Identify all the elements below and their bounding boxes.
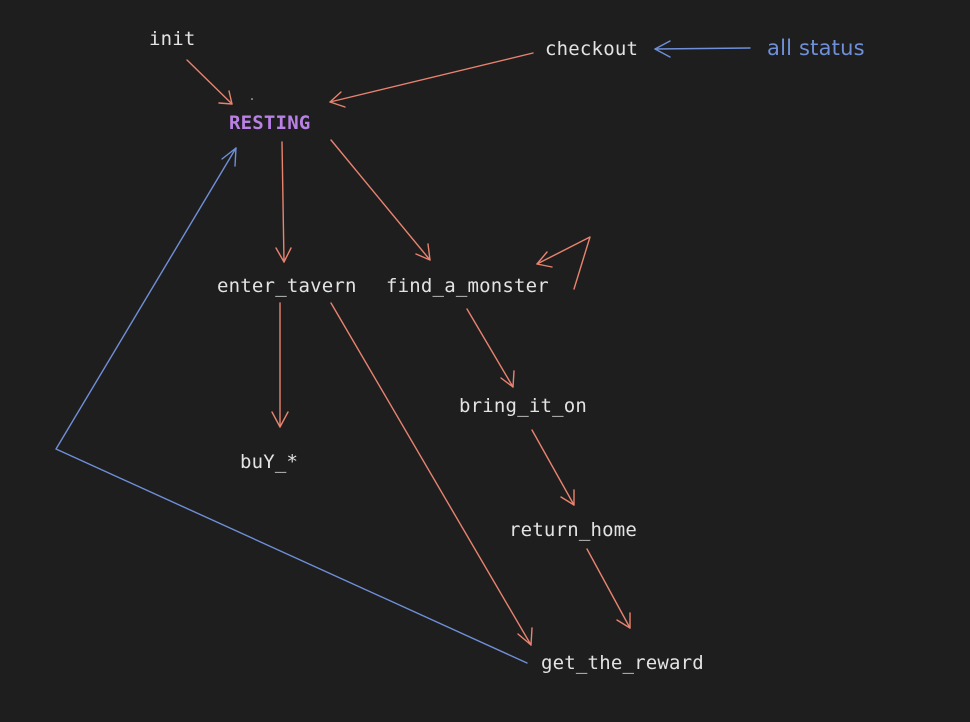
node-init: init xyxy=(149,28,196,50)
edge-enter-tavern-to-buy xyxy=(271,302,289,428)
node-get-the-reward: get_the_reward xyxy=(541,652,704,674)
node-enter-tavern: enter_tavern xyxy=(217,275,357,297)
node-resting: RESTING xyxy=(229,112,311,134)
node-return-home: return_home xyxy=(509,519,638,541)
node-find-a-monster: find_a_monster xyxy=(386,275,549,297)
node-all-status: all status xyxy=(767,36,865,60)
edge-resting-to-find-a-monster xyxy=(330,139,431,261)
stray-dot xyxy=(251,98,253,100)
edge-find-a-monster-self-loop xyxy=(536,236,591,290)
edge-init-to-resting xyxy=(186,59,233,105)
edge-all-status-to-checkout xyxy=(654,40,751,58)
node-buy: buY_* xyxy=(240,451,299,473)
edge-return-home-to-get-the-reward xyxy=(586,548,631,629)
edge-resting-to-enter-tavern xyxy=(275,141,292,263)
edge-enter-tavern-to-get-the-reward xyxy=(330,302,533,646)
node-checkout: checkout xyxy=(545,38,639,60)
edge-get-the-reward-to-resting xyxy=(55,147,528,664)
edge-find-a-monster-to-bring-it-on xyxy=(466,308,515,388)
edge-bring-it-on-to-return-home xyxy=(531,429,575,506)
edge-checkout-to-resting xyxy=(329,52,534,108)
node-bring-it-on: bring_it_on xyxy=(459,395,588,417)
